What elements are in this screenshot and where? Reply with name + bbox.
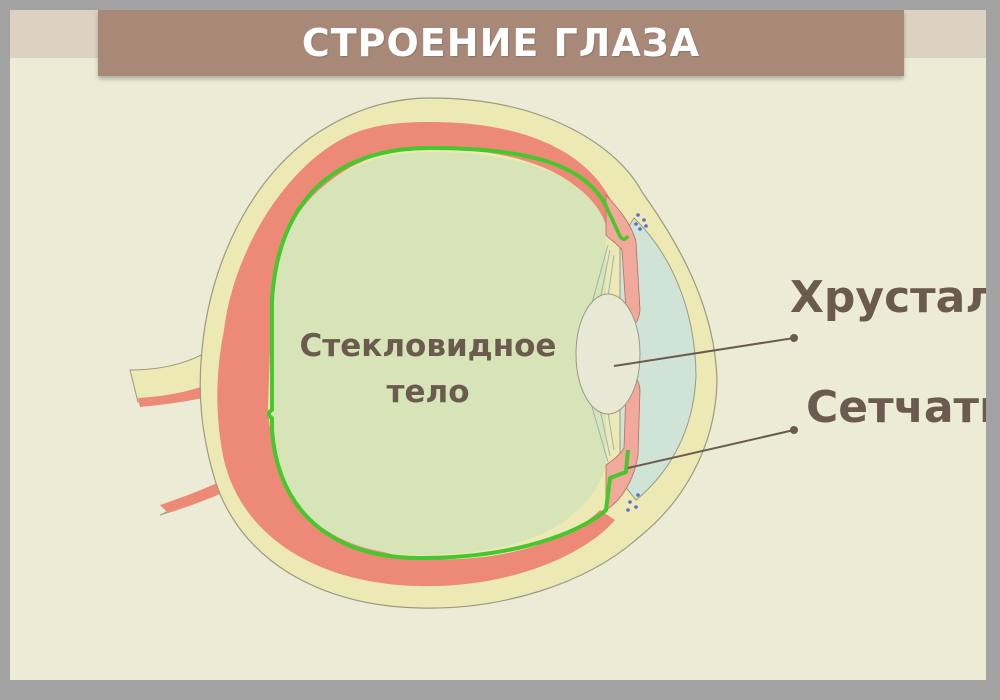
slide: СТРОЕНИЕ ГЛАЗА [10,10,986,680]
lens-label: Хрусталик [790,272,986,323]
canal-dots [626,213,648,512]
choroid [217,122,622,587]
retina [267,146,630,560]
retina-leader-dot [790,426,798,434]
retina-leader-line [627,429,795,469]
eye-diagram: Стекловидное тело Хрусталик Сетчатка [129,97,986,609]
vitreous-label-line2: тело [387,374,470,410]
retina-front-upper [604,205,630,241]
vitreous-label-line1: Стекловидное [300,328,557,364]
slide-title: СТРОЕНИЕ ГЛАЗА [301,21,701,65]
lens [575,293,641,415]
retina-label: Сетчатка [806,382,986,433]
vitreous-body [272,152,606,555]
lens-leader-dot [790,334,798,342]
title-banner: СТРОЕНИЕ ГЛАЗА [98,10,904,76]
lens-leader-line [613,337,795,367]
